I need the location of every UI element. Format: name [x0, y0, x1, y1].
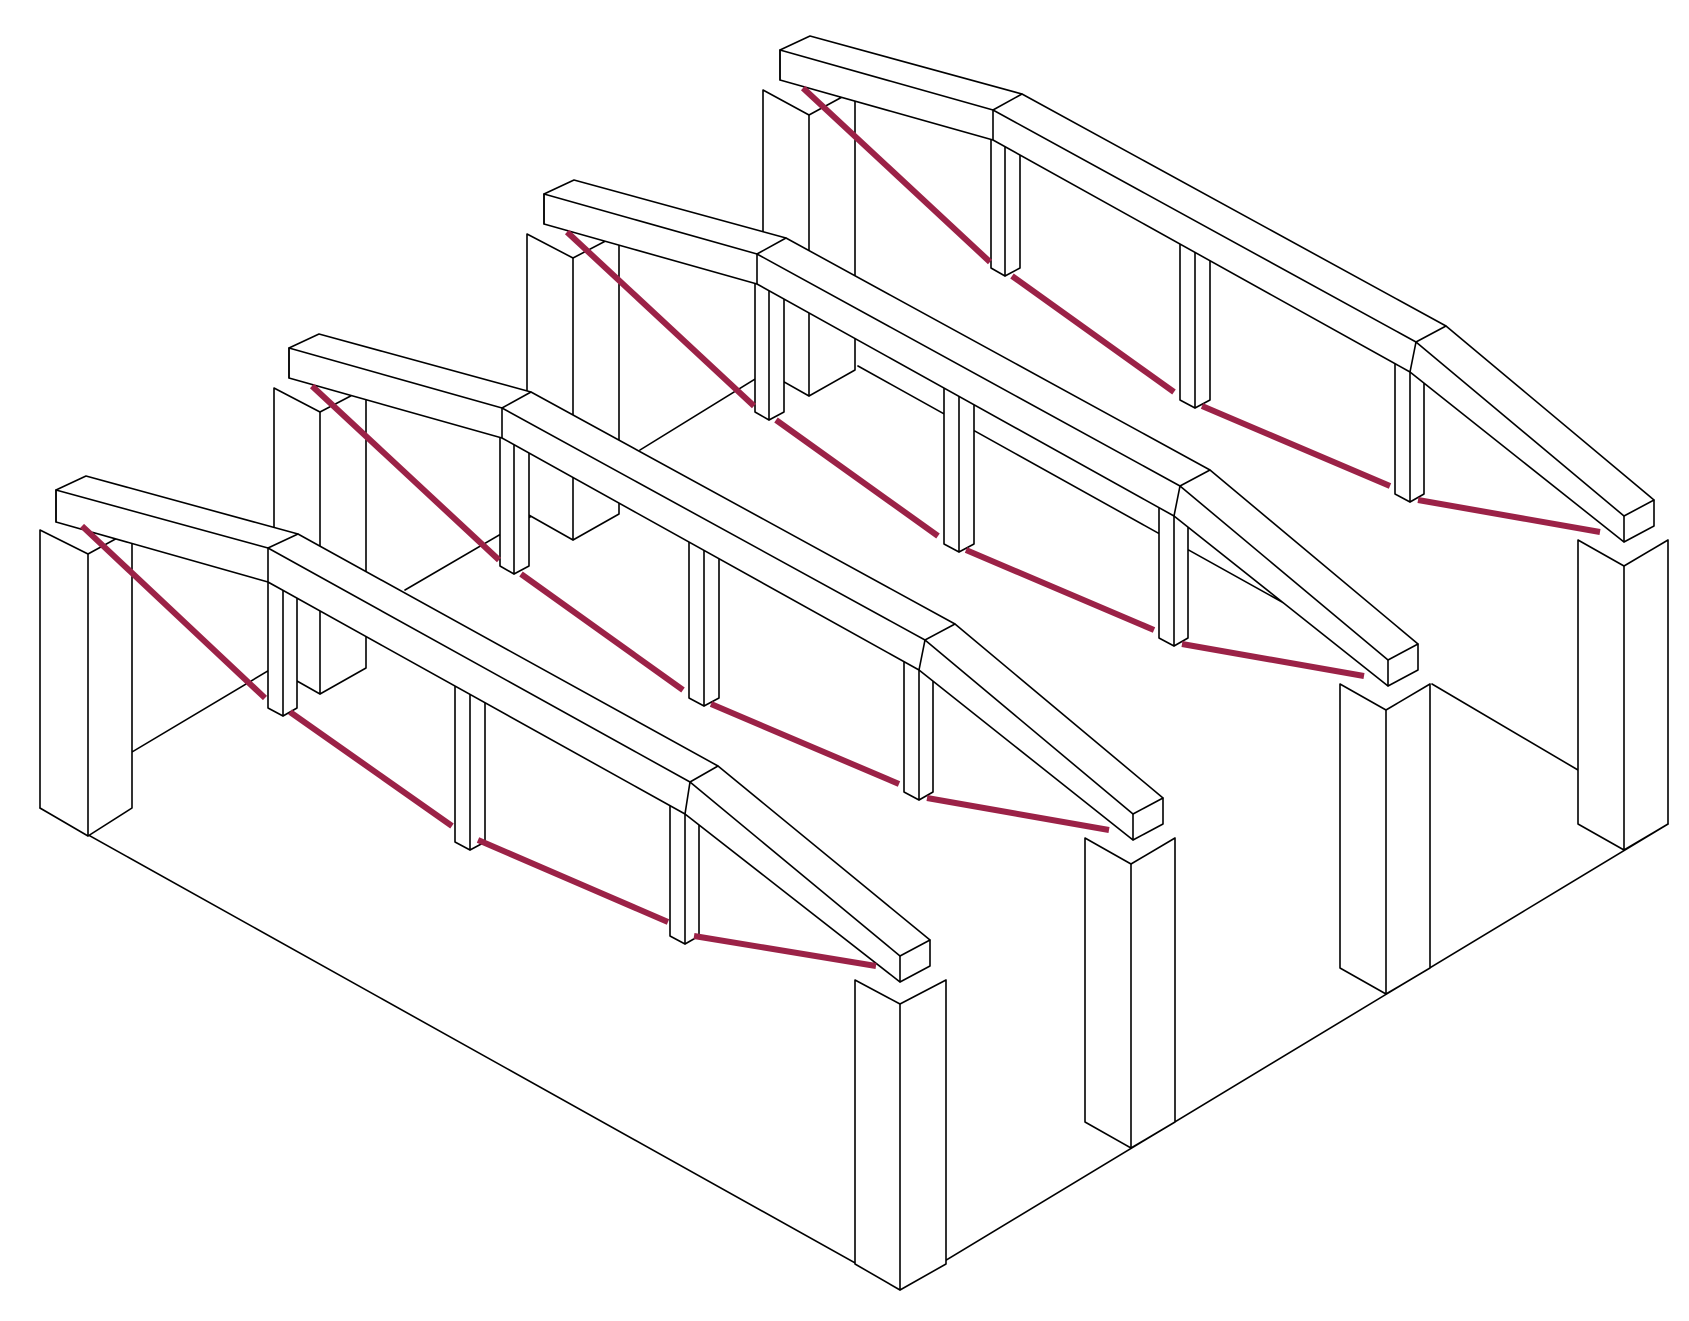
rafter-1 — [55, 475, 931, 983]
rafter-4 — [779, 35, 1655, 543]
rafter-2 — [288, 333, 1164, 841]
tie-rod-1 — [79, 523, 877, 969]
frame-4 — [762, 35, 1669, 851]
frame-3 — [526, 179, 1431, 995]
tie-rod-3 — [564, 229, 1365, 679]
right-column-2 — [1084, 837, 1176, 1149]
frame-2 — [273, 333, 1176, 1149]
right-column-4 — [1577, 539, 1669, 851]
right-column-3 — [1339, 683, 1431, 995]
tie-rod-4 — [800, 85, 1601, 535]
left-column-1 — [39, 529, 133, 837]
rafter-3 — [543, 179, 1419, 687]
floor-slab — [39, 365, 1669, 1289]
frame-1 — [39, 475, 947, 1291]
tie-rod-2 — [309, 383, 1110, 833]
